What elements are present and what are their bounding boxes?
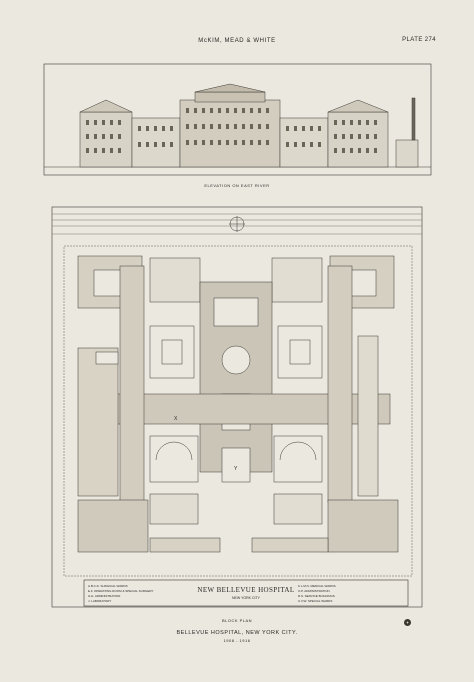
legend-line-5: K.L.M.N. MEDICAL WARDS: [298, 584, 336, 588]
plan-letter-y: Y: [234, 466, 238, 472]
plan-letter-x: X: [174, 416, 178, 422]
legend-line-2: E.F. OPERATING ROOM & SPECIAL SURGERY: [88, 589, 153, 593]
plate-number: PLATE 274: [402, 37, 436, 43]
elevation-caption: ELEVATION ON EAST RIVER: [204, 183, 270, 188]
elevation-drawing: [43, 63, 432, 176]
legend-line-6: O.P. ADMINISTRATION: [298, 589, 330, 593]
firm-name: McKIM, MEAD & WHITE: [198, 38, 276, 44]
plan-labels: A.B.C.D. SURGICAL WARDS E.F. OPERATING R…: [88, 416, 336, 603]
legend-center-sub: NEW YORK CITY: [232, 596, 261, 600]
legend-line-7: R.S. SERVICE BUILDINGS: [298, 594, 335, 598]
legend-line-4: J. LABORATORY: [88, 599, 111, 603]
elevation-windows: [86, 108, 377, 153]
legend-center-title: NEW BELLEVUE HOSPITAL: [197, 586, 294, 594]
block-plan-drawing: [51, 206, 423, 608]
legend-line-1: A.B.C.D. SURGICAL WARDS: [88, 584, 128, 588]
plate-years: 1908 - 1916: [223, 638, 251, 643]
legend-line-8: U.V.W. SPECIAL WARDS: [298, 599, 332, 603]
plan-caption: BLOCK PLAN: [221, 618, 253, 623]
legend-line-3: G.H. ADMINISTRATION: [88, 594, 120, 598]
seal-icon: ✦: [404, 619, 411, 626]
plate-title: BELLEVUE HOSPITAL, NEW YORK CITY.: [176, 630, 298, 636]
